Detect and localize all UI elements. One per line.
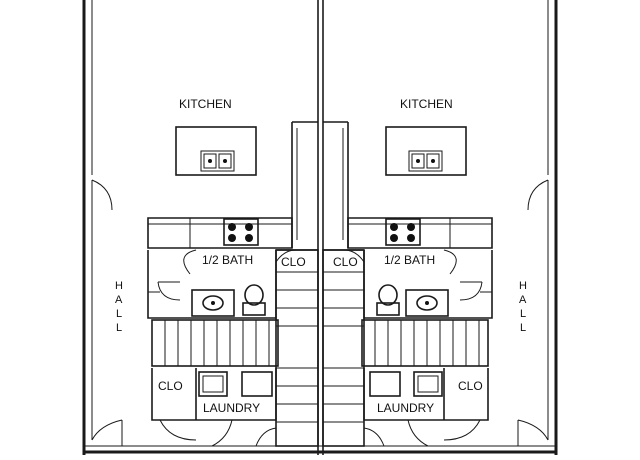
svg-text:A: A [115, 294, 123, 306]
exterior-walls [82, 0, 558, 455]
door-swing-left-lower [91, 419, 123, 446]
kitchen-island-right [385, 126, 467, 176]
svg-text:H: H [115, 280, 123, 292]
right-unit: KITCHEN 1/2 BATH CLO [322, 97, 549, 447]
dryer-icon [241, 371, 273, 397]
toilet-icon [376, 284, 400, 316]
range-icon [385, 218, 421, 246]
range-icon [223, 218, 259, 246]
washer-icon [198, 371, 228, 397]
corridor-slats-left [151, 319, 279, 367]
closet-label-left-lower: CLO [158, 379, 183, 393]
double-sink-icon [408, 150, 443, 172]
dryer-icon [369, 371, 401, 397]
svg-text:L: L [116, 322, 122, 334]
lavatory-icon [191, 289, 235, 317]
half-bath-label-left: 1/2 BATH [202, 253, 253, 267]
hall-label-left: H A L L [115, 280, 123, 334]
kitchen-counter-left [147, 217, 293, 249]
svg-text:H: H [519, 280, 527, 292]
corridor-slats-right [361, 319, 489, 367]
kitchen-island-left [175, 126, 257, 176]
svg-text:A: A [519, 294, 527, 306]
stairs-left [275, 249, 319, 447]
double-sink-icon [200, 150, 235, 172]
left-unit: KITCHEN 1/2 BATH CLO [91, 97, 319, 447]
lavatory-icon [405, 289, 449, 317]
svg-text:L: L [520, 322, 526, 334]
laundry-label-right: LAUNDRY [377, 401, 434, 415]
hall-label-right: H A L L [519, 280, 527, 334]
closet-label-right-upper: CLO [333, 255, 358, 269]
kitchen-label-left: KITCHEN [179, 97, 232, 111]
closet-label-left-upper: CLO [281, 255, 306, 269]
kitchen-label-right: KITCHEN [400, 97, 453, 111]
washer-icon [413, 371, 443, 397]
door-swing-right-upper [527, 179, 549, 225]
closet-label-right-lower: CLO [458, 379, 483, 393]
door-swing-right-lower [517, 419, 549, 446]
half-bath-label-right: 1/2 BATH [384, 253, 435, 267]
laundry-label-left: LAUNDRY [203, 401, 260, 415]
svg-text:L: L [520, 308, 526, 320]
svg-text:L: L [116, 308, 122, 320]
stairs-right [322, 249, 365, 447]
toilet-icon [242, 284, 266, 316]
door-swing-left-upper [91, 179, 113, 225]
